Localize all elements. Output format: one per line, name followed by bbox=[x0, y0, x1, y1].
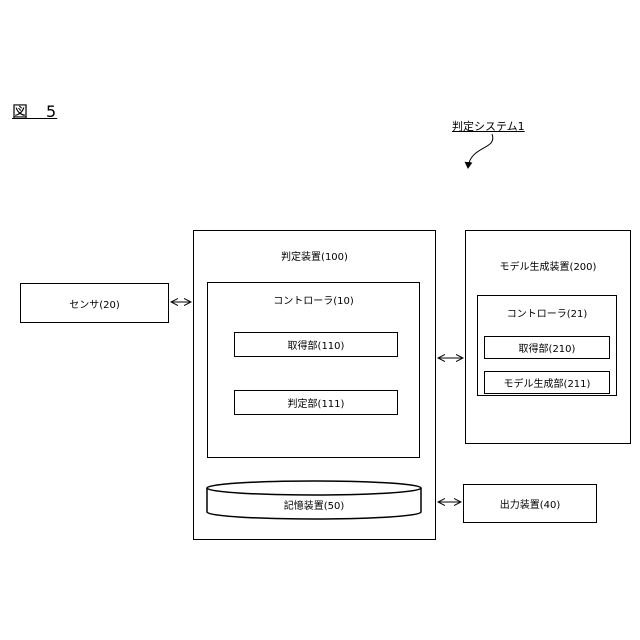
storage-label-wrap: 記憶装置(50) bbox=[207, 494, 421, 514]
storage-label: 記憶装置(50) bbox=[284, 497, 345, 512]
system-pointer-arrow bbox=[468, 134, 493, 168]
